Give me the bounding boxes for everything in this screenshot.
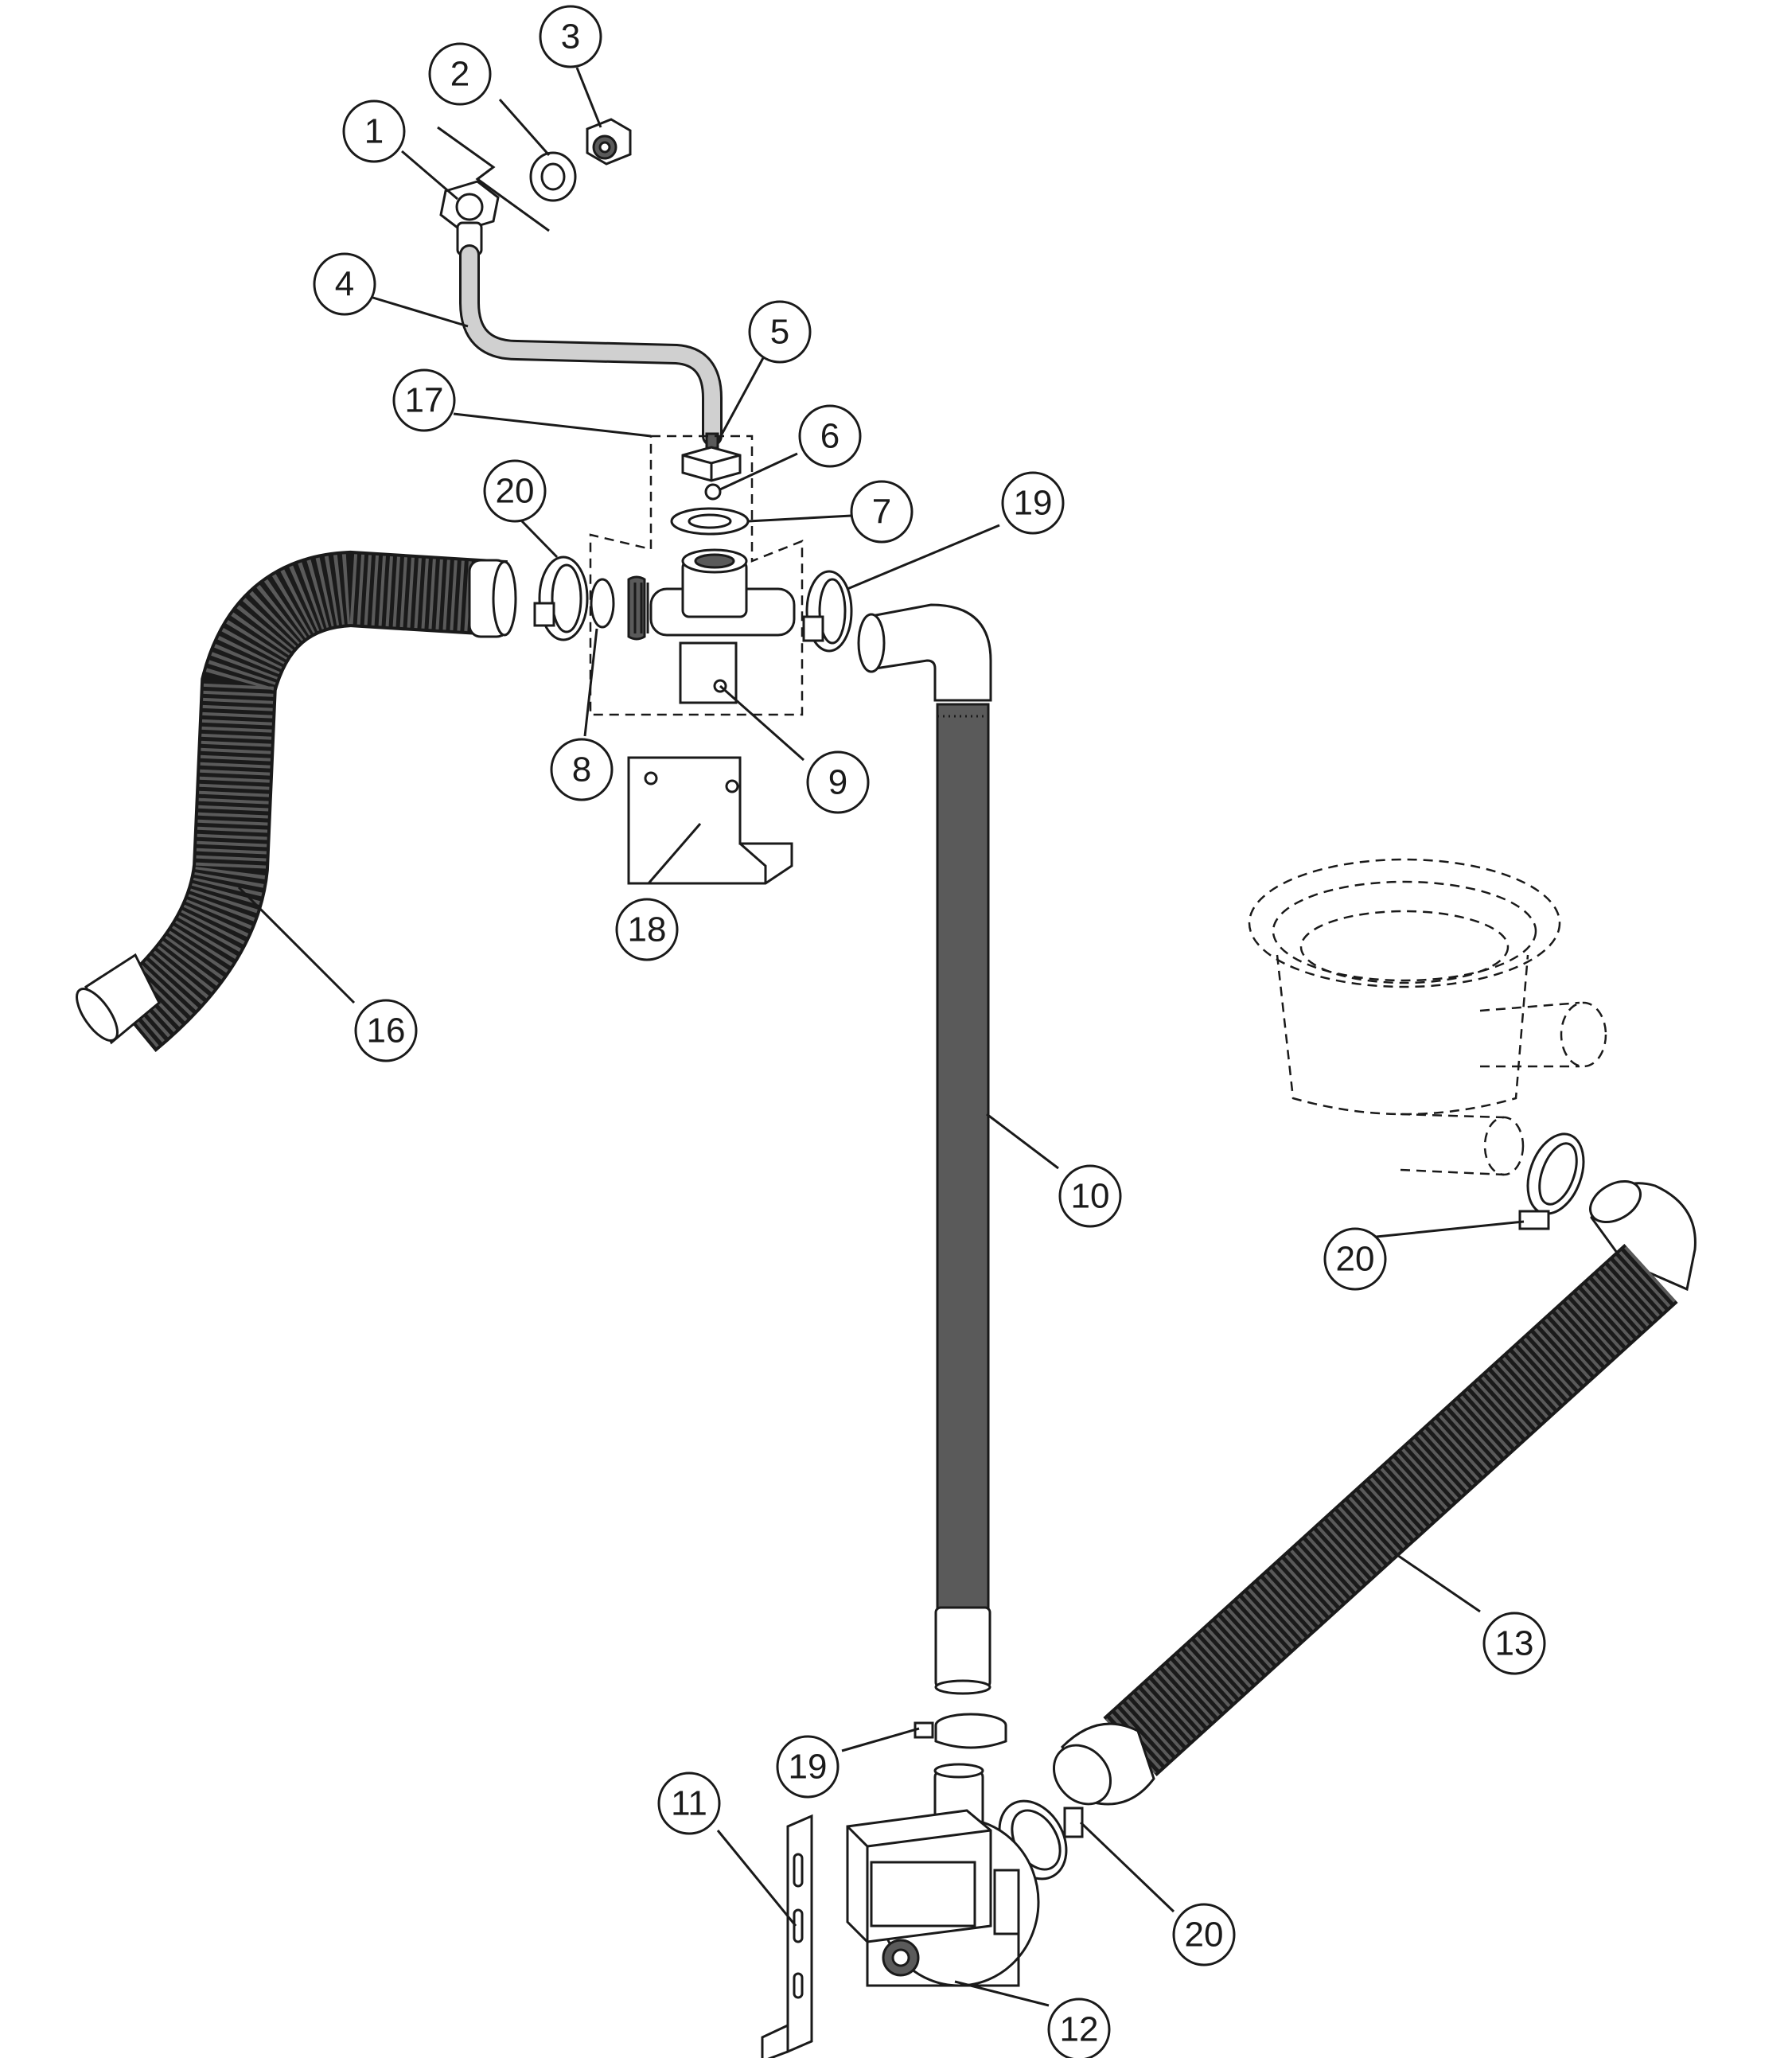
o-ring	[590, 578, 615, 629]
callout-label: 19	[789, 1748, 828, 1787]
hose-clamp-left	[533, 555, 589, 641]
callout-18: 18	[615, 898, 679, 961]
drain-hose-left	[76, 550, 517, 1052]
callout-label: 5	[770, 313, 789, 352]
callout-label: 8	[572, 750, 591, 789]
callout-label: 2	[450, 55, 469, 94]
callout-label: 18	[628, 910, 667, 949]
callout-8: 8	[550, 738, 614, 801]
callout-10: 10	[1058, 1164, 1122, 1228]
t-fitting	[627, 548, 796, 704]
callout-label: 7	[872, 493, 891, 532]
callout-label: 6	[820, 417, 840, 456]
callouts: 1 2 3 4 5 6 7 8 9 10 11 12 13 16 17 18 1…	[313, 5, 1546, 2058]
assembly-outline	[589, 435, 804, 716]
bracket	[627, 756, 793, 885]
callout-13: 13	[1482, 1612, 1546, 1675]
callout-label: 9	[828, 763, 847, 802]
gasket	[670, 507, 750, 536]
callout-20-pump: 20	[1172, 1903, 1236, 1966]
callout-2: 2	[428, 42, 492, 106]
washer	[529, 151, 577, 202]
hose-clamp-sump	[1518, 1132, 1585, 1230]
callout-20-sump: 20	[1323, 1227, 1387, 1291]
callout-11: 11	[657, 1772, 721, 1835]
hose-clamp-right	[802, 570, 853, 653]
drain-hose-diagonal	[1052, 1179, 1697, 1806]
callout-5: 5	[748, 300, 812, 364]
drain-hose-vertical	[857, 603, 992, 1695]
callout-label: 20	[1336, 1240, 1375, 1279]
callout-label: 1	[364, 112, 384, 151]
callout-4: 4	[313, 252, 376, 316]
inlet-elbow-fitting	[439, 180, 500, 256]
callout-label: 16	[367, 1011, 406, 1050]
callout-17: 17	[392, 368, 456, 432]
callout-label: 19	[1014, 484, 1053, 523]
callout-19-lower: 19	[776, 1735, 840, 1799]
callout-12: 12	[1047, 1998, 1111, 2058]
callout-3: 3	[539, 5, 602, 68]
callout-1: 1	[342, 99, 406, 163]
hose-clamp-lower	[914, 1713, 1007, 1749]
callout-19-upper: 19	[1001, 471, 1065, 535]
callout-label: 4	[335, 265, 354, 304]
drain-pump	[846, 1763, 1040, 1987]
break-line	[437, 126, 550, 232]
sump	[1248, 858, 1607, 1176]
leader-lines	[237, 67, 1525, 2007]
callout-6: 6	[798, 404, 862, 468]
callout-label: 11	[671, 1784, 707, 1823]
callout-9: 9	[806, 750, 870, 814]
callout-label: 13	[1495, 1624, 1534, 1663]
callout-label: 12	[1060, 2010, 1099, 2049]
hose-nut	[681, 432, 742, 482]
callout-label: 20	[496, 472, 535, 511]
callout-label: 20	[1185, 1916, 1224, 1955]
callout-7: 7	[850, 480, 914, 544]
callout-20-upper: 20	[483, 459, 547, 523]
callout-16: 16	[354, 999, 418, 1062]
adapter-nut	[586, 118, 632, 166]
pump-bracket	[761, 1814, 813, 2058]
check-ball	[704, 483, 722, 501]
part-drawings	[76, 118, 1697, 2058]
callout-label: 17	[405, 381, 444, 420]
callout-label: 10	[1071, 1177, 1110, 1216]
callout-label: 3	[561, 18, 580, 57]
